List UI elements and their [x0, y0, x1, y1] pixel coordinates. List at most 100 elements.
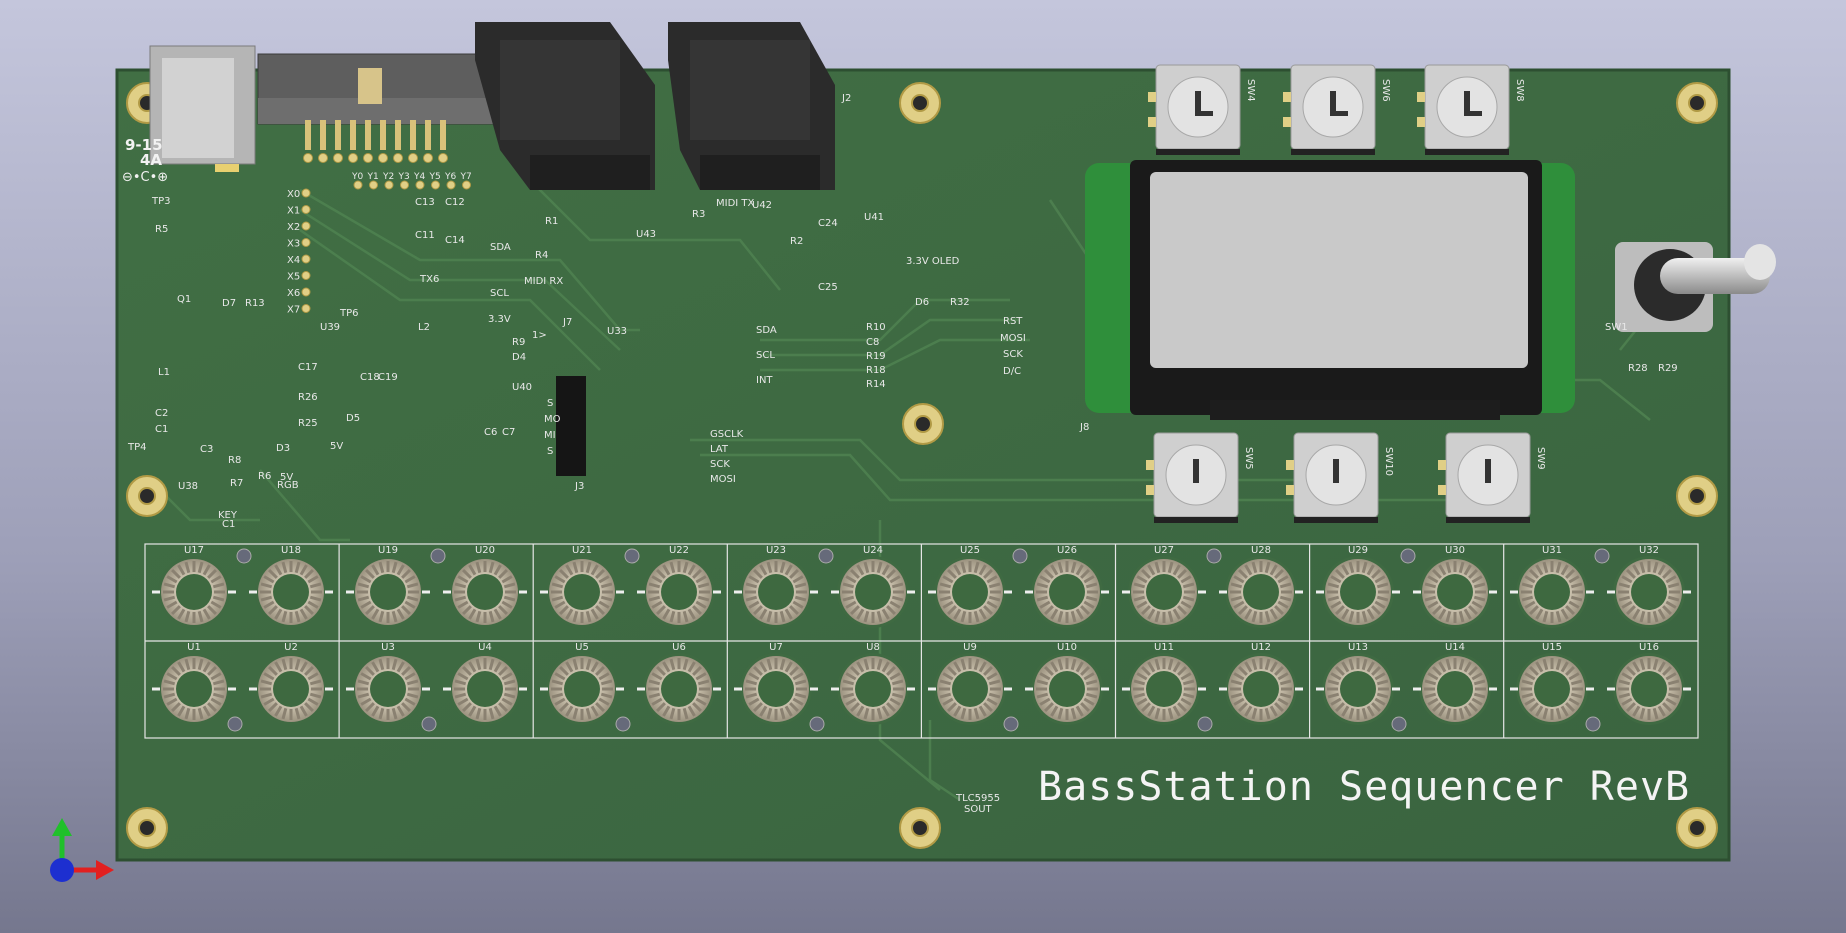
key-u15[interactable]: U15 — [1510, 642, 1594, 725]
key-u13[interactable]: U13 — [1316, 642, 1400, 725]
svg-text:C7: C7 — [502, 427, 515, 438]
j3-header[interactable]: S MO MI S — [544, 376, 586, 476]
svg-text:R4: R4 — [535, 250, 548, 261]
idc-header-connector[interactable] — [257, 53, 499, 125]
silkscreen-labels: 9-15 4A ⊖•C•⊕ TP3 R5 Q1 D7 R13 L1 C2 C1 … — [122, 93, 1678, 815]
key-u3[interactable]: U3 — [346, 642, 430, 725]
key-u6[interactable]: U6 — [637, 642, 721, 725]
svg-text:D5: D5 — [346, 413, 360, 424]
key-u4[interactable]: U4 — [443, 642, 527, 725]
svg-text:S: S — [547, 446, 553, 457]
y-pin-label: Y3 — [398, 172, 410, 182]
encoder-sw4[interactable]: SW4 — [1148, 64, 1256, 155]
key-mounting-pin — [1197, 716, 1213, 732]
dc-barrel-jack[interactable] — [149, 45, 256, 172]
key-u22[interactable]: U22 — [637, 545, 721, 628]
rotary-encoder-sw1[interactable] — [1615, 242, 1776, 332]
key-label: U18 — [281, 545, 301, 556]
key-label: U16 — [1639, 642, 1659, 653]
svg-text:J8: J8 — [1079, 422, 1089, 433]
key-u25[interactable]: U25 — [928, 545, 1012, 628]
key-u14[interactable]: U14 — [1413, 642, 1497, 725]
svg-text:5V: 5V — [330, 441, 343, 452]
svg-text:GSCLK: GSCLK — [710, 429, 744, 440]
key-u17[interactable]: U17 — [152, 545, 236, 628]
key-u10[interactable]: U10 — [1025, 642, 1109, 725]
key-u29[interactable]: U29 — [1316, 545, 1400, 628]
key-u18[interactable]: U18 — [249, 545, 333, 628]
x-pin-label: X0 — [287, 189, 300, 200]
key-mounting-pin — [227, 716, 243, 732]
svg-text:R8: R8 — [228, 455, 241, 466]
encoder-sw10[interactable]: SW10 — [1286, 432, 1394, 523]
key-u5[interactable]: U5 — [540, 642, 624, 725]
encoder-sw9[interactable]: SW9 — [1438, 432, 1546, 523]
oled-display-module[interactable] — [1085, 160, 1575, 420]
key-label: U13 — [1348, 642, 1368, 653]
svg-text:MOSI: MOSI — [1000, 333, 1026, 344]
x-pin-pad — [301, 205, 311, 214]
svg-text:TP4: TP4 — [127, 442, 147, 453]
key-u24[interactable]: U24 — [831, 545, 915, 628]
key-label: U23 — [766, 545, 786, 556]
key-u2[interactable]: U2 — [249, 642, 333, 725]
key-u31[interactable]: U31 — [1510, 545, 1594, 628]
svg-text:J7: J7 — [562, 317, 572, 328]
key-u21[interactable]: U21 — [540, 545, 624, 628]
svg-text:R9: R9 — [512, 337, 525, 348]
svg-text:C12: C12 — [445, 197, 465, 208]
key-label: U26 — [1057, 545, 1077, 556]
encoder-sw5[interactable]: SW5 — [1146, 432, 1254, 523]
y-pin-label: Y5 — [429, 172, 441, 182]
encoder-sw8[interactable]: SW8 — [1417, 64, 1525, 155]
svg-text:R2: R2 — [790, 236, 803, 247]
key-u23[interactable]: U23 — [734, 545, 818, 628]
key-u7[interactable]: U7 — [734, 642, 818, 725]
key-u16[interactable]: U16 — [1607, 642, 1691, 725]
svg-text:C1: C1 — [222, 519, 235, 530]
svg-text:U43: U43 — [636, 229, 656, 240]
svg-text:C25: C25 — [818, 282, 838, 293]
midi-connector-in[interactable] — [475, 22, 655, 190]
encoder-sw6[interactable]: SW6 — [1283, 64, 1391, 155]
encoder-label: SW4 — [1245, 79, 1256, 102]
key-u11[interactable]: U11 — [1122, 642, 1206, 725]
key-u26[interactable]: U26 — [1025, 545, 1109, 628]
key-u8[interactable]: U8 — [831, 642, 915, 725]
key-u1[interactable]: U1 — [152, 642, 236, 725]
svg-text:MIDI RX: MIDI RX — [524, 276, 563, 287]
key-label: U9 — [963, 642, 977, 653]
key-mounting-pin — [809, 716, 825, 732]
svg-text:C8: C8 — [866, 337, 879, 348]
svg-text:L1: L1 — [158, 367, 170, 378]
svg-text:R10: R10 — [866, 322, 886, 333]
orientation-axes[interactable] — [50, 818, 114, 882]
svg-text:R18: R18 — [866, 365, 886, 376]
svg-text:C14: C14 — [445, 235, 465, 246]
key-u30[interactable]: U30 — [1413, 545, 1497, 628]
key-u28[interactable]: U28 — [1219, 545, 1303, 628]
y-pin-pad — [353, 180, 363, 190]
svg-text:R26: R26 — [298, 392, 318, 403]
key-u32[interactable]: U32 — [1607, 545, 1691, 628]
encoder-label: SW6 — [1380, 79, 1391, 102]
key-u9[interactable]: U9 — [928, 642, 1012, 725]
key-u12[interactable]: U12 — [1219, 642, 1303, 725]
x-pin-pad — [301, 271, 311, 280]
y-pin-label: Y2 — [382, 172, 394, 182]
key-label: U21 — [572, 545, 592, 556]
svg-text:U39: U39 — [320, 322, 340, 333]
x-pin-pad — [301, 304, 311, 313]
svg-text:R13: R13 — [245, 298, 265, 309]
svg-text:TP6: TP6 — [339, 308, 359, 319]
svg-text:C18: C18 — [360, 372, 380, 383]
midi-connector-out[interactable] — [668, 22, 835, 190]
key-label: U25 — [960, 545, 980, 556]
svg-text:R6: R6 — [258, 471, 271, 482]
key-u19[interactable]: U19 — [346, 545, 430, 628]
key-u20[interactable]: U20 — [443, 545, 527, 628]
key-u27[interactable]: U27 — [1122, 545, 1206, 628]
y-pin-label: Y1 — [367, 172, 379, 182]
